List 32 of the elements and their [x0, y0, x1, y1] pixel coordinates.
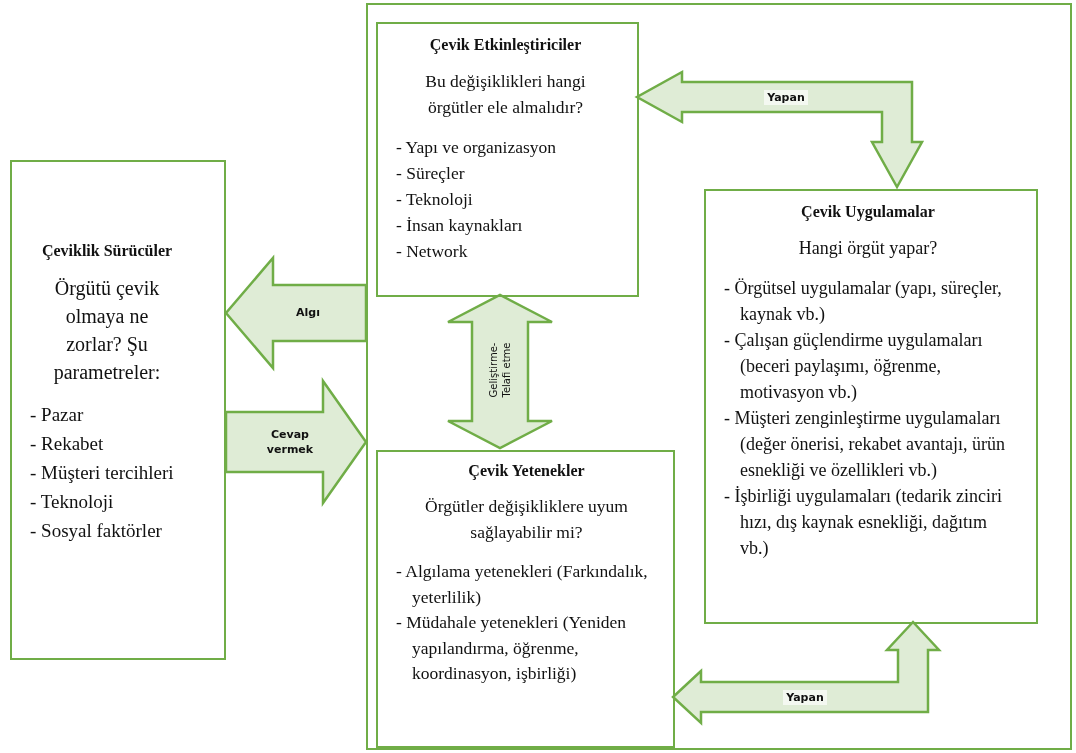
concept-box: [376, 22, 639, 297]
box-heading: Çevik Uygulamalar: [800, 203, 936, 221]
bullet-item: - Algılama yetenekleri (Farkındalık, yeterlilik): [396, 560, 649, 609]
bullet-item: - Network: [396, 240, 469, 263]
concept-box: [10, 160, 226, 660]
bullet-item: - Örgütsel uygulamalar (yapı, süreçler, kaynak vb.): [724, 277, 1003, 326]
question-text: Örgütü çevik olmaya ne zorlar? Şu parametreler:: [52, 276, 162, 386]
bullet-item: - İşbirliği uygulamaları (tedarik zinciri hızı, dış kaynak esnekliği, dağıtım vb.): [724, 485, 1003, 560]
bullet-item: - Yapı ve organizasyon: [396, 136, 558, 159]
bullet-item: - Müdahale yetenekleri (Yeniden yapılandırma, öğrenme, koordinasyon, işbirliği): [396, 611, 628, 685]
concept-box: [376, 450, 675, 748]
box-heading: Çevik Yetenekler: [467, 462, 586, 480]
concept-box: [704, 189, 1038, 624]
block-arrow: [634, 69, 925, 190]
question-text: Bu değişiklikleri hangi örgütler ele almalıdır?: [424, 70, 587, 119]
group-frame: [366, 3, 1072, 750]
bullet-item: - Pazar: [30, 403, 85, 427]
bullet-item: - Teknoloji: [396, 188, 474, 211]
block-arrow: [671, 620, 942, 726]
bullet-item: - Sosyal faktörler: [30, 519, 163, 543]
question-text: Örgütler değişikliklere uyum sağlayabilir mi?: [424, 495, 629, 544]
bullet-item: - Teknoloji: [30, 490, 115, 514]
bullet-item: - İnsan kaynakları: [396, 214, 524, 237]
box-heading: Çeviklik Sürücüler: [40, 242, 174, 260]
bullet-item: - Çalışan güçlendirme uygulamaları (beceri paylaşımı, öğrenme, motivasyon vb.): [724, 329, 984, 404]
bullet-item: - Müşteri zenginleştirme uygulamaları (değer önerisi, rekabet avantajı, ürün esnekliği ve özellikleri vb.): [724, 407, 1006, 482]
question-text: Hangi örgüt yapar?: [797, 237, 939, 260]
bullet-item: - Rekabet: [30, 432, 105, 456]
bullet-item: - Müşteri tercihleri: [30, 461, 175, 485]
block-arrow: [224, 254, 368, 372]
box-heading: Çevik Etkinleştiriciler: [428, 36, 583, 54]
bullet-item: - Süreçler: [396, 162, 466, 185]
